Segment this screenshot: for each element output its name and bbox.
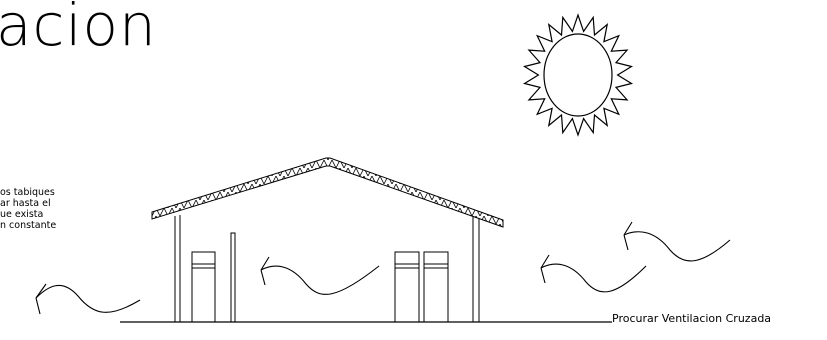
sun-icon <box>522 13 634 137</box>
door-left <box>191 251 216 323</box>
side-note: os tabiques ar hasta el ue exista n cons… <box>0 187 56 231</box>
partition-wall <box>230 232 236 323</box>
ventilation-caption: Procurar Ventilacion Cruzada <box>612 312 772 325</box>
roof <box>151 157 504 228</box>
diagram-title: acion <box>0 0 157 59</box>
wind-arrow-icon <box>260 256 380 295</box>
side-note-line-4: n constante <box>0 220 57 231</box>
door-right <box>394 251 449 323</box>
wind-arrow-icon <box>623 221 731 262</box>
side-note-line-1: os tabiques <box>0 187 55 198</box>
side-note-line-3: ue exista <box>0 209 44 220</box>
column-left <box>174 215 181 322</box>
wind-arrow-icon <box>540 254 647 293</box>
wind-arrow-icon <box>35 283 141 315</box>
column-right <box>472 216 480 322</box>
side-note-line-2: ar hasta el <box>0 198 51 209</box>
